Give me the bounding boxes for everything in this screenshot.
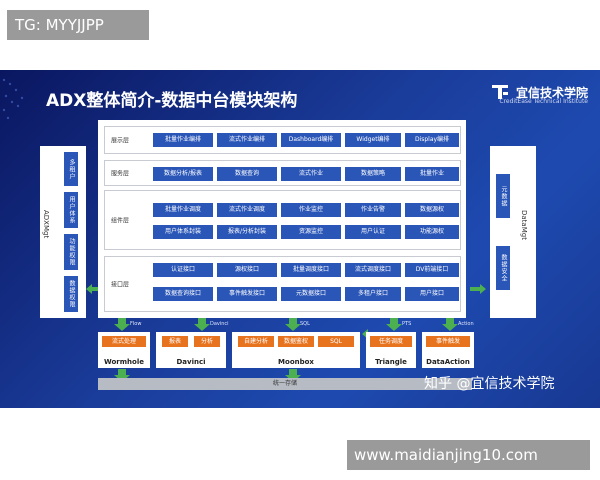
layer-chip: 数据分析/报表 <box>153 167 213 181</box>
layer-chip: 源权接口 <box>217 263 277 277</box>
module-chip: 任务调度 <box>370 336 412 347</box>
layer-label: 服务层 <box>111 170 130 178</box>
layer-chip: 批量调度接口 <box>281 263 341 277</box>
layer-chip: 功能源权 <box>405 225 459 239</box>
module-chip: SQL <box>318 336 354 347</box>
layer-label: 接口层 <box>111 281 130 289</box>
layer-chip: 用户接口 <box>405 287 459 301</box>
right-panel-item: 元数据 <box>496 174 510 218</box>
down-arrow-icon <box>386 318 402 331</box>
down-arrow-icon <box>114 318 130 331</box>
module-dataaction: 事件触发 DataAction <box>422 332 474 368</box>
layer-chip: DV前端接口 <box>405 263 459 277</box>
connector-label: Flow <box>130 321 142 327</box>
layer-presentation: 展示层 批量作业编排 流式作业编排 Dashboard编排 Widget编排 D… <box>104 126 461 154</box>
module-chip: 分析 <box>194 336 220 347</box>
left-panel-item: 用户体系 <box>64 192 78 228</box>
right-panel-title: DataMgt <box>520 210 528 240</box>
down-arrow-icon <box>194 318 210 331</box>
layer-chip: 作业告警 <box>345 203 401 217</box>
module-moonbox: 自建分析 数据鉴权 SQL Moonbox <box>232 332 360 368</box>
brand: 宜信技术学院 CreditEase Technical Institute <box>490 82 588 105</box>
layer-chip: 事件触发接口 <box>217 287 277 301</box>
right-panel: 元数据 数据安全 DataMgt <box>490 146 536 318</box>
left-arrow-icon <box>86 284 100 294</box>
brand-logo-icon <box>491 85 508 99</box>
layer-chip: Display编排 <box>405 133 459 147</box>
layer-chip: 流式作业 <box>281 167 341 181</box>
layer-chip: 数据查询 <box>217 167 277 181</box>
layer-chip: 报表/分析封装 <box>217 225 277 239</box>
connector-label: SQL <box>300 321 310 327</box>
left-panel-item: 数据权限 <box>64 276 78 312</box>
layer-component: 组件层 批量作业调度 流式作业调度 作业监控 作业告警 数据源权 用户体系封装 … <box>104 190 461 250</box>
connector-label: PTS <box>402 321 412 327</box>
layer-chip: 流式作业编排 <box>217 133 277 147</box>
layer-chip: 元数据接口 <box>281 287 341 301</box>
slide-title: ADX整体简介-数据中台模块架构 <box>46 91 298 111</box>
left-panel-item: 功能权限 <box>64 234 78 270</box>
module-chip: 报表 <box>162 336 188 347</box>
down-arrow-icon <box>442 318 458 331</box>
module-name: Moonbox <box>278 358 314 366</box>
module-name: Davinci <box>176 358 206 366</box>
module-name: Triangle <box>375 358 407 366</box>
layer-chip: 用户体系封装 <box>153 225 213 239</box>
module-chip: 数据鉴权 <box>278 336 314 347</box>
module-name: DataAction <box>426 358 470 366</box>
footer-url: www.maidianjing10.com <box>347 440 590 470</box>
left-panel: ADXMgt 多租户 用户体系 功能权限 数据权限 <box>40 146 86 318</box>
layer-chip: Widget编排 <box>345 133 401 147</box>
layer-chip: Dashboard编排 <box>281 133 341 147</box>
layer-label: 展示层 <box>111 137 130 145</box>
layer-interface: 接口层 认证接口 源权接口 批量调度接口 流式调度接口 DV前端接口 数据查询接… <box>104 256 461 312</box>
down-arrow-icon <box>285 318 301 331</box>
layer-chip: 流式调度接口 <box>345 263 401 277</box>
unified-storage: 统一存储 <box>98 378 472 390</box>
layer-service: 服务层 数据分析/报表 数据查询 流式作业 数据策略 批量作业 <box>104 160 461 186</box>
layer-chip: 多租户接口 <box>345 287 401 301</box>
header-tag: TG: MYYJJPP <box>7 10 149 40</box>
layer-chip: 资源监控 <box>281 225 341 239</box>
module-chip: 自建分析 <box>238 336 274 347</box>
layer-chip: 批量作业调度 <box>153 203 213 217</box>
decorative-dots <box>2 78 24 120</box>
layer-chip: 用户认证 <box>345 225 401 239</box>
brand-name: 宜信技术学院 <box>515 85 588 100</box>
layer-chip: 数据查询接口 <box>153 287 213 301</box>
layer-chip: 流式作业调度 <box>217 203 277 217</box>
brand-tagline: CreditEase Technical Institute <box>499 98 588 105</box>
right-arrow-icon <box>470 284 486 294</box>
layer-chip: 数据源权 <box>405 203 459 217</box>
connector-label: Action <box>458 321 474 327</box>
layer-chip: 批量作业编排 <box>153 133 213 147</box>
watermark: 知乎 @宜信技术学院 <box>424 376 555 392</box>
module-name: Wormhole <box>104 358 144 366</box>
right-panel-item: 数据安全 <box>496 246 510 290</box>
left-panel-title: ADXMgt <box>42 210 50 239</box>
module-chip: 事件触发 <box>426 336 470 347</box>
left-panel-item: 多租户 <box>64 152 78 186</box>
layer-chip: 作业监控 <box>281 203 341 217</box>
module-davinci: 报表 分析 Davinci <box>156 332 226 368</box>
module-triangle: 任务调度 Triangle <box>366 332 416 368</box>
module-chip: 流式处理 <box>102 336 146 347</box>
layer-board: 展示层 批量作业编排 流式作业编排 Dashboard编排 Widget编排 D… <box>98 120 466 318</box>
layer-label: 组件层 <box>111 217 130 225</box>
connector-label: Davinci <box>210 321 229 327</box>
layer-chip: 批量作业 <box>405 167 459 181</box>
layer-chip: 数据策略 <box>345 167 401 181</box>
module-wormhole: 流式处理 Wormhole <box>98 332 150 368</box>
slide: ADX整体简介-数据中台模块架构 宜信技术学院 CreditEase Techn… <box>0 70 600 408</box>
layer-chip: 认证接口 <box>153 263 213 277</box>
